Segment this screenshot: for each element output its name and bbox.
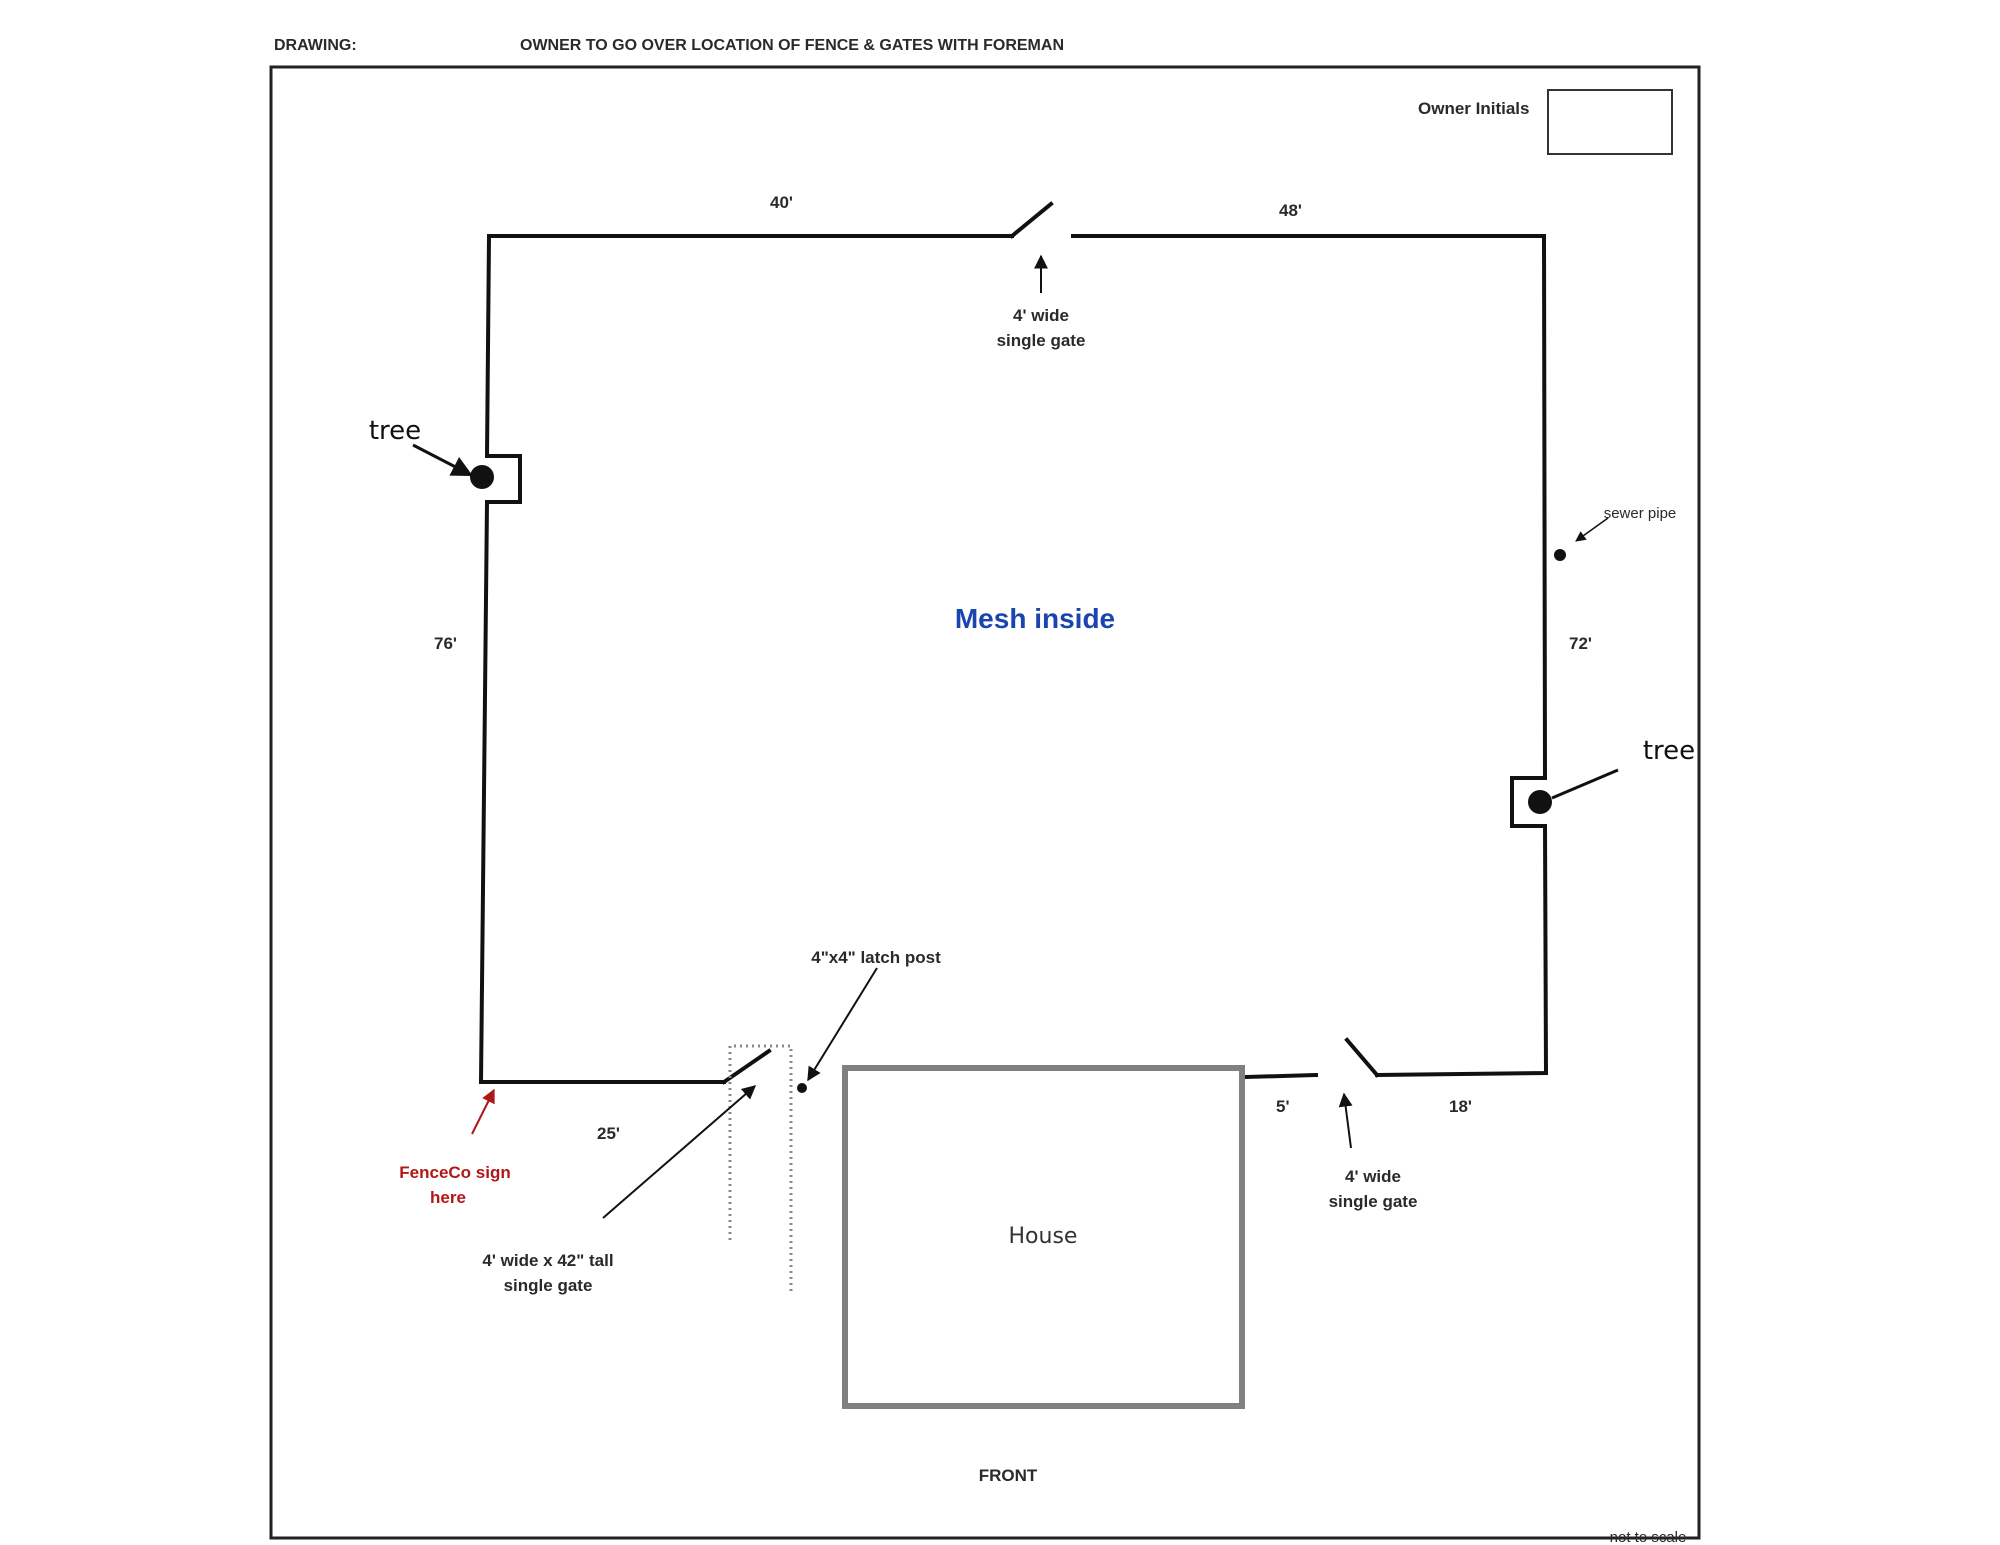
sign-label-line1: FenceCo sign bbox=[399, 1163, 510, 1182]
top-gate bbox=[1009, 201, 1054, 239]
gate-outline-dotted bbox=[728, 1044, 793, 1292]
latch-post-label: 4"x4" latch post bbox=[811, 948, 941, 967]
house-outline bbox=[842, 1065, 1245, 1409]
owner-initials-box[interactable] bbox=[1547, 89, 1673, 155]
house-label: House bbox=[1009, 1224, 1078, 1249]
sign-arrow bbox=[471, 1088, 495, 1135]
latch-post-arrow bbox=[807, 967, 878, 1082]
latch-post-marker bbox=[797, 1083, 807, 1093]
mesh-inside-label: Mesh inside bbox=[955, 603, 1115, 634]
dimension-right: 72' bbox=[1569, 634, 1592, 653]
not-to-scale-note: not to scale bbox=[1610, 1529, 1687, 1545]
left-tree-arrow bbox=[412, 443, 473, 477]
right-tree-marker bbox=[1528, 790, 1552, 814]
bottom-right-gate-label-line2: single gate bbox=[1329, 1192, 1418, 1211]
bottom-left-gate-label-line1: 4' wide x 42" tall bbox=[482, 1251, 613, 1270]
front-label: FRONT bbox=[979, 1466, 1038, 1485]
owner-initials-label: Owner Initials bbox=[1418, 99, 1529, 118]
sewer-pipe-label: sewer pipe bbox=[1604, 505, 1677, 522]
bottom-right-gate-arrow bbox=[1338, 1092, 1353, 1149]
right-tree-label: tree bbox=[1643, 736, 1695, 766]
drawing-label: DRAWING: bbox=[274, 37, 357, 54]
bottom-right-gate bbox=[1344, 1037, 1380, 1078]
top-gate-label-line1: 4' wide bbox=[1013, 306, 1069, 325]
header-instruction: OWNER TO GO OVER LOCATION OF FENCE & GAT… bbox=[520, 37, 1064, 54]
left-tree-marker bbox=[470, 465, 494, 489]
left-tree-label: tree bbox=[369, 416, 421, 446]
bottom-right-gate-label-line1: 4' wide bbox=[1345, 1167, 1401, 1186]
dimension-left: 76' bbox=[434, 634, 457, 653]
drawing-border bbox=[269, 65, 1701, 1540]
sign-label-line2: here bbox=[430, 1188, 466, 1207]
sewer-pipe-arrow bbox=[1575, 517, 1609, 542]
top-gate-label-line2: single gate bbox=[997, 331, 1086, 350]
bottom-left-gate-label-line2: single gate bbox=[504, 1276, 593, 1295]
dimension-top-right: 48' bbox=[1279, 201, 1302, 220]
fence-right-section bbox=[1071, 234, 1549, 1080]
bottom-left-gate-arrow bbox=[602, 1085, 757, 1219]
dimension-bottom-left: 25' bbox=[597, 1124, 620, 1143]
dimension-bottom-mid: 5' bbox=[1276, 1097, 1290, 1116]
dimension-bottom-right: 18' bbox=[1449, 1097, 1472, 1116]
right-tree-line bbox=[1551, 768, 1619, 800]
fence-top-left bbox=[478, 234, 1014, 1084]
sewer-pipe-marker bbox=[1554, 549, 1566, 561]
dimension-top-left: 40' bbox=[770, 193, 793, 212]
